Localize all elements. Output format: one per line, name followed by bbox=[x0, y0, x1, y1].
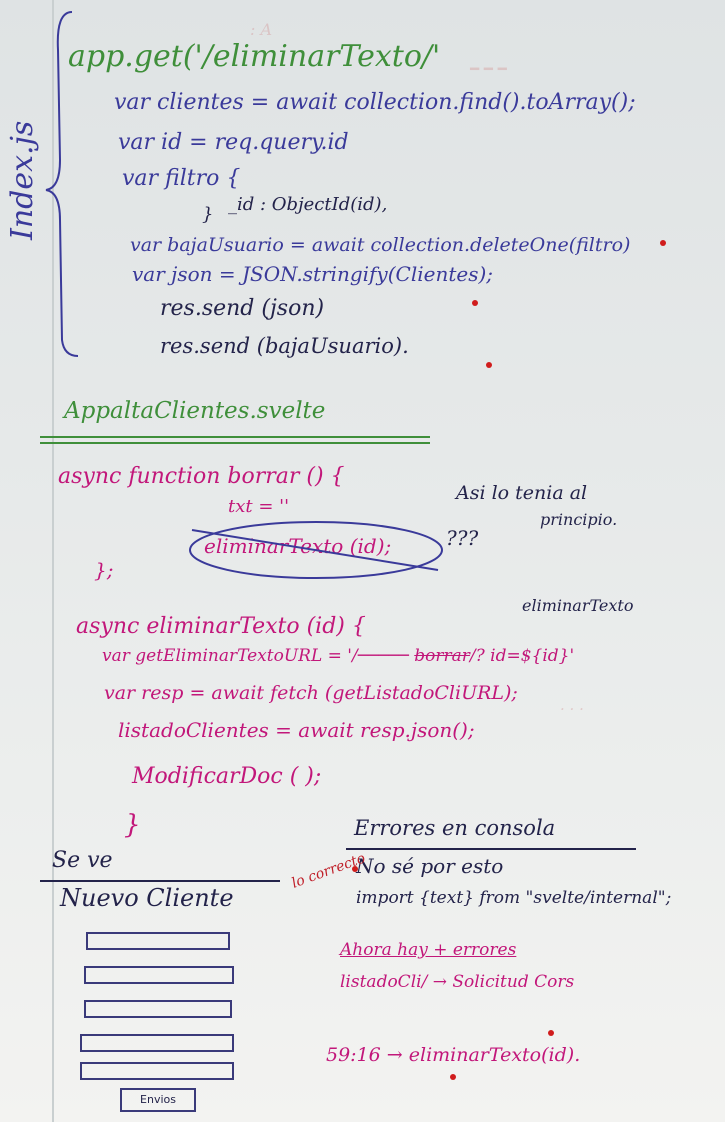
circle-strike-icon bbox=[189, 521, 443, 579]
red-dot bbox=[352, 866, 358, 872]
note-line-1: Asi lo tenia al bbox=[456, 482, 588, 504]
margin-line bbox=[52, 0, 54, 1122]
input-field bbox=[86, 932, 230, 950]
backend-line-2: var clientes = await collection.find().t… bbox=[114, 90, 636, 115]
frontend-line-9: listadoClientes = await resp.json(); bbox=[118, 718, 475, 742]
error-line-4: listadoCli/ → Solicitud Cors bbox=[340, 972, 575, 992]
bleed-text: ━ ━ ━ bbox=[470, 60, 507, 78]
backend-line-6: } bbox=[202, 204, 214, 225]
error-line-1: No sé por esto bbox=[356, 854, 504, 878]
red-dot bbox=[472, 300, 478, 306]
input-field bbox=[84, 1000, 232, 1018]
backend-line-3: var id = req.query.id bbox=[118, 130, 349, 155]
frontend-line-2: txt = '' bbox=[228, 496, 290, 517]
red-dot bbox=[450, 1074, 456, 1080]
frontend-line-11: } bbox=[124, 810, 141, 840]
backend-line-1: app.get('/eliminarTexto/' bbox=[68, 39, 441, 74]
preview-title: Se ve bbox=[52, 848, 113, 873]
error-line-2: import {text} from "svelte/internal"; bbox=[356, 888, 672, 908]
url-prefix: var getEliminarTextoURL = '/ bbox=[102, 646, 358, 666]
brace-icon bbox=[45, 11, 79, 357]
backend-line-10: res.send (bajaUsuario). bbox=[160, 334, 409, 358]
frontend-question: ??? bbox=[446, 526, 479, 550]
error-line-3: Ahora hay + errores bbox=[340, 940, 517, 960]
error-line-5: 59:16 → eliminarTexto(id). bbox=[326, 1044, 581, 1066]
input-field bbox=[80, 1062, 234, 1080]
title-underline bbox=[40, 442, 430, 444]
errors-underline bbox=[346, 848, 636, 850]
bleed-text: · · · bbox=[560, 700, 584, 718]
red-dot bbox=[486, 362, 492, 368]
input-field bbox=[80, 1034, 234, 1052]
backend-line-4: var filtro { bbox=[122, 166, 241, 191]
frontend-line-8: var resp = await fetch (getListadoCliURL… bbox=[104, 682, 518, 704]
frontend-line-1: async function borrar () { bbox=[58, 464, 345, 489]
title-underline bbox=[40, 436, 430, 438]
bleed-text: : A bbox=[250, 20, 273, 39]
frontend-title: AppaltaClientes.svelte bbox=[64, 398, 326, 424]
backend-line-9: res.send (json) bbox=[160, 296, 325, 321]
errors-title: Errores en consola bbox=[354, 816, 556, 840]
note-line-2: principio. bbox=[540, 510, 618, 529]
url-suffix: /? id=${id}' bbox=[469, 646, 575, 666]
frontend-line-5: }; bbox=[94, 558, 114, 582]
side-label: Index.js bbox=[5, 120, 40, 240]
frontend-line-7: var getEliminarTextoURL = '/───── borrar… bbox=[102, 646, 575, 666]
frontend-line-3: eliminarTexto (id); bbox=[204, 534, 392, 558]
preview-heading: Nuevo Cliente bbox=[60, 884, 234, 912]
url-strike: borrar bbox=[414, 646, 470, 666]
above-label: eliminarTexto bbox=[522, 596, 634, 615]
frontend-line-6: async eliminarTexto (id) { bbox=[76, 614, 366, 639]
backend-line-7: var bajaUsuario = await collection.delet… bbox=[130, 234, 631, 256]
preview-underline bbox=[40, 880, 280, 882]
frontend-line-10: ModificarDoc ( ); bbox=[132, 764, 322, 789]
submit-button: Envios bbox=[120, 1088, 196, 1112]
backend-line-8: var json = JSON.stringify(Clientes); bbox=[132, 262, 494, 286]
input-field bbox=[84, 966, 234, 984]
backend-line-5: _id : ObjectId(id), bbox=[228, 194, 388, 215]
red-dot bbox=[548, 1030, 554, 1036]
red-dot bbox=[660, 240, 666, 246]
